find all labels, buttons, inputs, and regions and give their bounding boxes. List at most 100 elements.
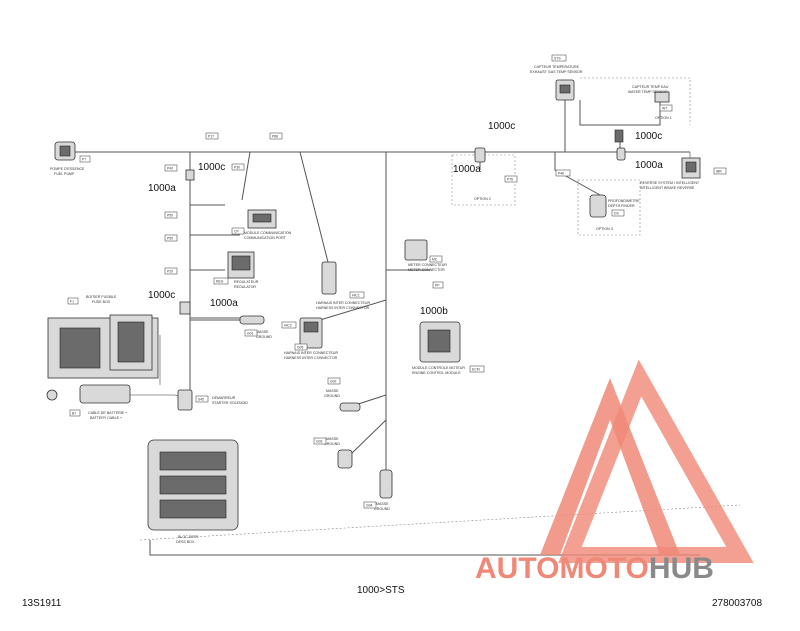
watermark-part-hub: HUB: [649, 552, 714, 585]
caption-option-3: OPTION 3: [596, 227, 613, 231]
watermark-logo: [540, 359, 754, 563]
tag-box-ibr: [713, 167, 727, 175]
tag-box-g4: [363, 501, 377, 509]
ground-terminals: [239, 315, 393, 499]
tag-pp: PP: [435, 284, 440, 288]
code-1000a-right: 1000a: [635, 160, 663, 171]
caption-fusebox-fr: BOITIER FUSIBLE: [86, 295, 117, 299]
water-sensor-plug: [614, 129, 624, 143]
caption-regulator-en: REGULATOR: [234, 285, 256, 289]
caption-battery-fr: CABLE DE BATTERIE +: [88, 411, 127, 415]
fuse-box-fuses: [117, 321, 145, 363]
caption-starter-en: STARTER SOLENOID: [212, 401, 248, 405]
tag-p7: P7: [82, 158, 86, 162]
tag-g1: G01: [247, 332, 254, 336]
caption-regulator-fr: REGULATEUR: [234, 280, 259, 284]
caption-starter-fr: DEMARREUR: [212, 396, 236, 400]
code-1000c-left-mid: 1000c: [148, 290, 175, 301]
inter-connector-2-pins: [303, 321, 319, 333]
tag-box-wt: [659, 104, 673, 112]
caption-ibr-en: INTELLIGENT BRAKE REVERSE: [640, 186, 695, 190]
caption-ecm-fr: MODULE CONTROLE MOTEUR: [412, 366, 465, 370]
code-1000a-left-upper: 1000a: [148, 183, 176, 194]
tag-box-p88: [269, 132, 283, 140]
tag-box-pp: [432, 281, 444, 289]
tag-box-f1: [67, 297, 79, 305]
caption-ground2-en: GROUND: [324, 394, 340, 398]
watermark-part-moto: MOTO: [559, 552, 648, 585]
caption-fusebox-en: FUSE BOX: [92, 300, 111, 304]
inter2-tap-wire: [319, 299, 387, 321]
caption-inter1-fr: HARNAIS INTER CONNECTEUR: [316, 301, 371, 305]
tag-wt: WT: [662, 107, 667, 111]
caption-dess-en: DESS BOX: [176, 540, 195, 544]
lower-dash-line: [139, 504, 741, 541]
caption-meter-en: METER CONNECTOR: [408, 268, 445, 272]
ground-4-terminal: [379, 469, 393, 499]
depth-tap-wire: [554, 152, 601, 196]
dess-mid-row: [159, 475, 227, 495]
fuse-box: [47, 314, 159, 379]
component-captions: POMPE D'ESSENCE FUEL PUMP CAPTEUR TEMPER…: [50, 65, 700, 544]
regulator: [227, 251, 255, 279]
starter-solenoid: [177, 389, 193, 411]
caption-inter2-fr: HARNAIS INTER CONNECTEUR: [284, 351, 339, 355]
ground-1-terminal: [239, 315, 265, 325]
caption-water-fr: CAPTEUR TEMP EAU: [632, 85, 669, 89]
right-sensor-body: [616, 147, 626, 161]
watermark-triangle-outline: [558, 359, 754, 563]
tag-f1: F1: [70, 300, 74, 304]
bottom-harness-wire: [149, 540, 700, 556]
tag-s45: S45: [198, 398, 204, 402]
tag-p59: P59: [167, 237, 173, 241]
tag-box-p46: [555, 169, 571, 177]
starter-body: [177, 389, 193, 411]
tag-p46: P46: [558, 172, 564, 176]
tag-box-g2: [327, 377, 341, 385]
ibr-pins: [685, 161, 697, 173]
caption-exhaust-fr: CAPTEUR TEMPERATURE: [534, 65, 580, 69]
tag-p40: P40: [167, 167, 173, 171]
watermark-part-auto: AUTO: [475, 552, 559, 585]
meter-connector: [404, 239, 428, 261]
splice-upper: [185, 169, 195, 181]
caption-fuel-pump-en: FUEL PUMP: [54, 172, 75, 176]
tag-box-ds: [611, 209, 625, 217]
code-1000c-left-upper: 1000c: [198, 162, 225, 173]
ground-3-terminal: [337, 449, 353, 469]
tag-ibr: IBR: [716, 170, 722, 174]
code-1000a-left-mid: 1000a: [210, 298, 238, 309]
inter-connector-branch-wire: [299, 151, 331, 271]
inter-connector-1-body: [321, 261, 337, 295]
tag-hic2: HIC2: [284, 324, 292, 328]
tag-box-p30: [231, 163, 245, 171]
tag-g5: G05: [297, 346, 304, 350]
caption-ground1-fr: MASSE: [256, 330, 269, 334]
trunk-sensor-body: [474, 147, 486, 163]
connector-tags: P7 P17 P88 P40 P50 P59 P29 P30 P46 PP P7…: [67, 54, 727, 509]
inter-connector-1: [321, 261, 337, 295]
tag-box-g5: [294, 343, 308, 351]
left-splice-connectors: [179, 169, 195, 315]
tag-box-g1: [244, 329, 258, 337]
battery-terminal: [46, 389, 58, 401]
caption-ground3-fr: MASSE: [326, 437, 339, 441]
caption-inter1-en: HARNESS INTER CONNECTOR: [316, 306, 370, 310]
ground-tap-wire-2: [349, 419, 387, 456]
tag-box-hic2: [281, 321, 297, 329]
tag-g3: G03: [316, 440, 323, 444]
water-sensor-body: [654, 91, 670, 103]
tag-hic1: HIC1: [352, 294, 360, 298]
caption-exhaust-en: EXHAUST GAS TEMP SENSOR: [530, 70, 583, 74]
caption-option-2: OPTION 2: [474, 197, 491, 201]
ibr-connector: [681, 157, 701, 179]
tag-box-g3: [313, 437, 327, 445]
caption-battery-en: BATTERY CABLE +: [90, 416, 122, 420]
water-temp-sensor: [614, 91, 670, 143]
tag-box-b7: [69, 409, 81, 417]
inter-connector-2: [299, 317, 323, 349]
dess-top-row: [159, 451, 227, 471]
tag-ds: DS: [614, 212, 619, 216]
